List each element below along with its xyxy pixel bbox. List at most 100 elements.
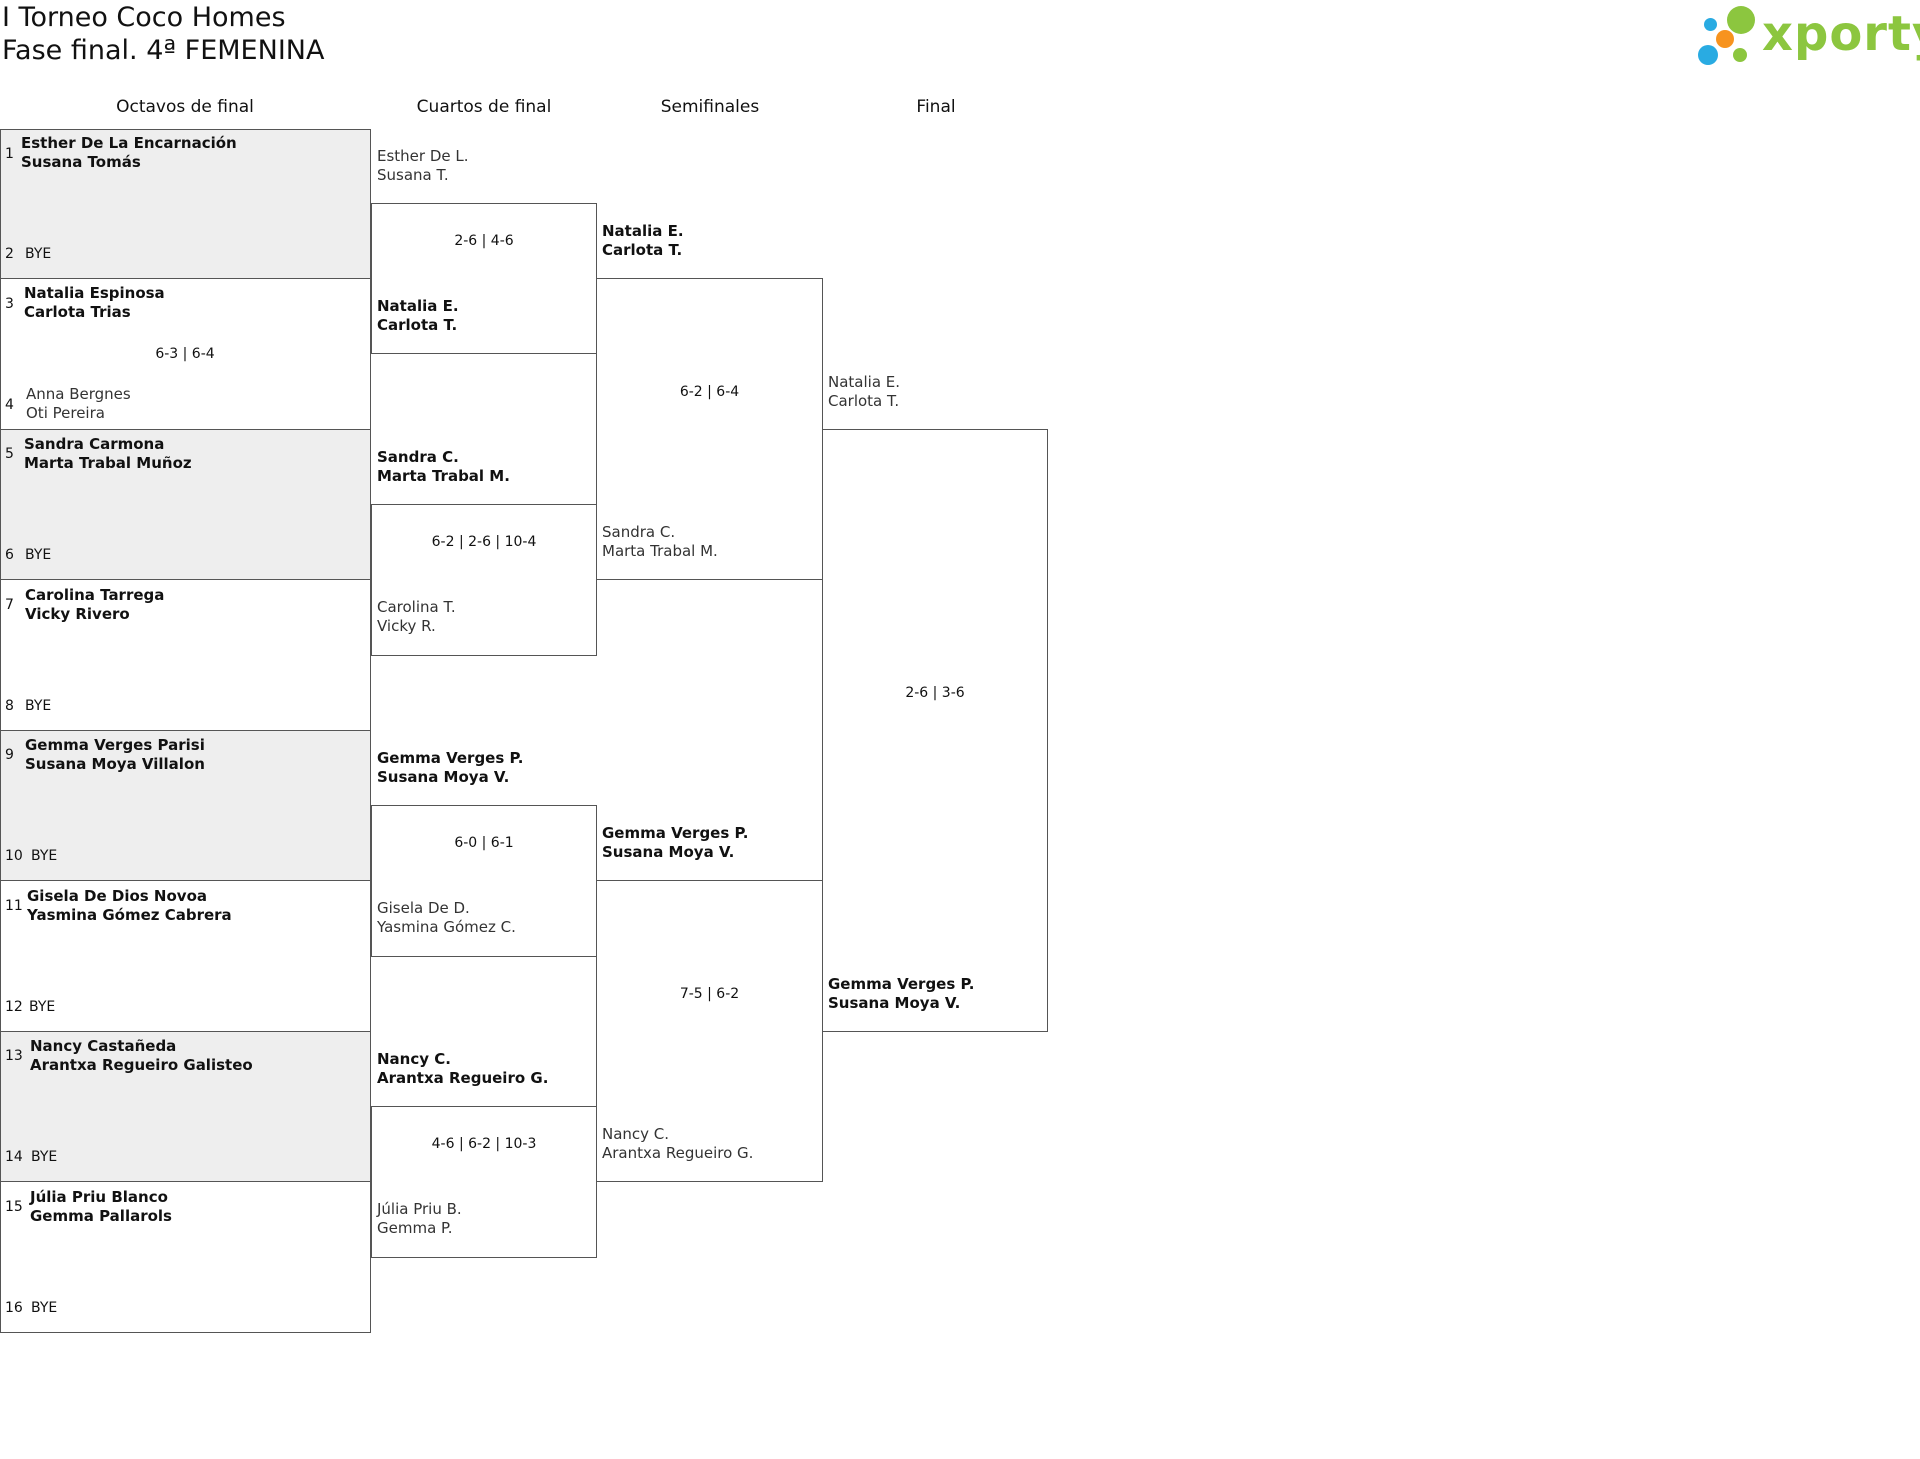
match-score: 2-6 | 4-6 xyxy=(454,233,514,249)
player-name: Sandra Carmona xyxy=(24,435,165,453)
qf-team-a: Gemma Verges P. Susana Moya V. xyxy=(377,749,523,787)
qf-team-a: Sandra C. Marta Trabal M. xyxy=(377,448,510,486)
player-name: Anna Bergnes xyxy=(26,385,131,403)
player-name: Júlia Priu B. xyxy=(377,1200,462,1218)
match-score: 6-0 | 6-1 xyxy=(454,835,514,851)
bye-label: BYE xyxy=(31,848,58,864)
logo-text: xporty xyxy=(1762,6,1920,62)
round-header-qf: Cuartos de final xyxy=(416,97,552,117)
player-name: Nancy C. xyxy=(377,1050,451,1068)
r16-team-a: Júlia Priu Blanco Gemma Pallarols xyxy=(30,1188,172,1226)
seed-number: 14 xyxy=(5,1149,23,1165)
r16-team-b: Anna Bergnes Oti Pereira xyxy=(26,385,131,423)
seed-number: 11 xyxy=(5,898,23,914)
round-header-final: Final xyxy=(916,97,956,117)
player-name: Carlota T. xyxy=(828,392,900,410)
player-name: Vicky R. xyxy=(377,617,436,635)
player-name: Arantxa Regueiro G. xyxy=(377,1069,549,1087)
sf-team-a: Natalia E. Carlota T. xyxy=(602,222,684,260)
player-name: Sandra C. xyxy=(377,448,459,466)
seed-number: 15 xyxy=(5,1199,23,1215)
tournament-title: I Torneo Coco Homes xyxy=(2,2,286,33)
player-name: Yasmina Gómez Cabrera xyxy=(27,906,232,924)
qf-team-b: Natalia E. Carlota T. xyxy=(377,297,459,335)
seed-number: 2 xyxy=(5,246,14,262)
match-score: 6-2 | 2-6 | 10-4 xyxy=(431,534,537,550)
bye-label: BYE xyxy=(25,698,52,714)
final-match xyxy=(822,429,1048,1032)
player-name: Sandra C. xyxy=(602,523,676,541)
seed-number: 4 xyxy=(5,397,14,413)
player-name: Natalia Espinosa xyxy=(24,284,165,302)
player-name: Nancy Castañeda xyxy=(30,1037,177,1055)
seed-number: 1 xyxy=(5,146,14,162)
logo-dot-green-small-icon xyxy=(1733,48,1747,62)
qf-match-2 xyxy=(371,504,597,656)
seed-number: 5 xyxy=(5,446,14,462)
player-name: Gemma Verges Parisi xyxy=(25,736,205,754)
qf-team-a: Esther De L. Susana T. xyxy=(377,147,469,185)
seed-number: 7 xyxy=(5,597,14,613)
bye-label: BYE xyxy=(29,999,56,1015)
player-name: Gemma Verges P. xyxy=(377,749,524,767)
seed-number: 12 xyxy=(5,999,23,1015)
bye-label: BYE xyxy=(31,1149,58,1165)
seed-number: 10 xyxy=(5,848,23,864)
seed-number: 3 xyxy=(5,296,14,312)
logo-dot-orange-icon xyxy=(1716,30,1734,48)
player-name: Susana Moya V. xyxy=(828,994,961,1012)
player-name: Carlota Trias xyxy=(24,303,131,321)
seed-number: 6 xyxy=(5,547,14,563)
player-name: Susana Tomás xyxy=(21,153,141,171)
bye-label: BYE xyxy=(31,1300,58,1316)
player-name: Carolina T. xyxy=(377,598,456,616)
round-header-sf: Semifinales xyxy=(660,97,760,117)
qf-team-b: Carolina T. Vicky R. xyxy=(377,598,456,636)
player-name: Gemma Verges P. xyxy=(828,975,975,993)
player-name: Júlia Priu Blanco xyxy=(30,1188,168,1206)
player-name: Esther De La Encarnación xyxy=(21,134,237,152)
r16-team-a: Sandra Carmona Marta Trabal Muñoz xyxy=(24,435,192,473)
player-name: Natalia E. xyxy=(602,222,684,240)
seed-number: 16 xyxy=(5,1300,23,1316)
player-name: Susana T. xyxy=(377,166,449,184)
qf-team-a: Nancy C. Arantxa Regueiro G. xyxy=(377,1050,548,1088)
player-name: Oti Pereira xyxy=(26,404,105,422)
match-score: 6-2 | 6-4 xyxy=(679,384,740,400)
player-name: Carlota T. xyxy=(602,241,683,259)
r16-team-a: Carolina Tarrega Vicky Rivero xyxy=(25,586,164,624)
player-name: Yasmina Gómez C. xyxy=(377,918,516,936)
player-name: Gisela De Dios Novoa xyxy=(27,887,207,905)
player-name: Gisela De D. xyxy=(377,899,470,917)
player-name: Susana Moya V. xyxy=(602,843,735,861)
final-team-b: Gemma Verges P. Susana Moya V. xyxy=(828,975,974,1013)
r16-match-3 xyxy=(0,429,371,580)
player-name: Susana Moya Villalon xyxy=(25,755,205,773)
xporty-logo[interactable]: xporty xyxy=(1695,4,1920,66)
match-score: 6-3 | 6-4 xyxy=(155,346,215,362)
player-name: Vicky Rivero xyxy=(25,605,130,623)
qf-match-4 xyxy=(371,1106,597,1258)
player-name: Carlota T. xyxy=(377,316,458,334)
r16-match-8 xyxy=(0,1181,371,1333)
r16-team-a: Natalia Espinosa Carlota Trias xyxy=(24,284,165,322)
match-score: 7-5 | 6-2 xyxy=(679,986,740,1002)
r16-team-a: Gisela De Dios Novoa Yasmina Gómez Cabre… xyxy=(27,887,232,925)
player-name: Marta Trabal M. xyxy=(377,467,510,485)
player-name: Natalia E. xyxy=(377,297,459,315)
logo-dot-blue-small-icon xyxy=(1704,18,1717,31)
r16-team-a: Nancy Castañeda Arantxa Regueiro Galiste… xyxy=(30,1037,253,1075)
seed-number: 8 xyxy=(5,698,14,714)
player-name: Esther De L. xyxy=(377,147,469,165)
r16-match-7 xyxy=(0,1031,371,1182)
player-name: Nancy C. xyxy=(602,1125,670,1143)
sf-team-a: Gemma Verges P. Susana Moya V. xyxy=(602,824,748,862)
player-name: Marta Trabal Muñoz xyxy=(24,454,192,472)
seed-number: 9 xyxy=(5,747,14,763)
match-score: 2-6 | 3-6 xyxy=(905,685,965,701)
qf-team-b: Júlia Priu B. Gemma P. xyxy=(377,1200,462,1238)
player-name: Gemma Verges P. xyxy=(602,824,749,842)
round-header-r16: Octavos de final xyxy=(116,97,254,117)
player-name: Gemma Pallarols xyxy=(30,1207,172,1225)
logo-dot-green-icon xyxy=(1727,6,1755,34)
